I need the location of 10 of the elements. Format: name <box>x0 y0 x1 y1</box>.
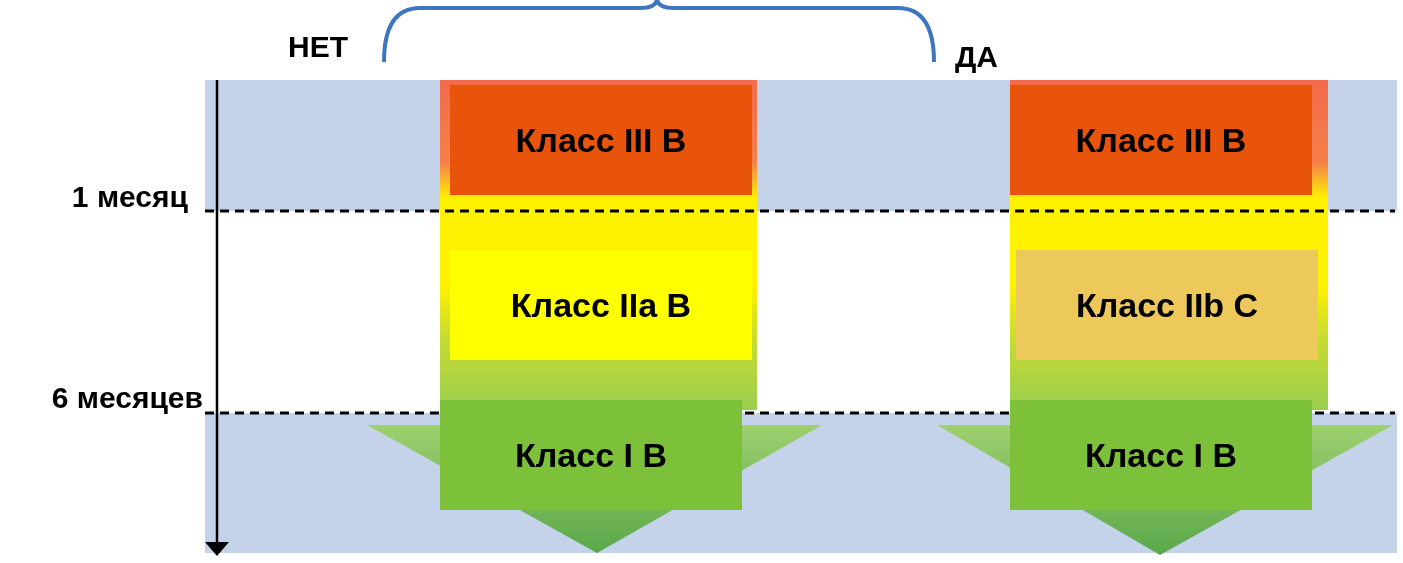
time-label: 1 месяц <box>71 180 188 214</box>
time-label: 6 месяцев <box>51 381 203 415</box>
answer-label: НЕТ <box>288 30 348 64</box>
answer-label: ДА <box>955 40 999 74</box>
recommendation-box: Класс III B <box>1010 85 1312 195</box>
recommendation-box: Класс I B <box>440 400 742 510</box>
recommendation-box: Класс III B <box>450 85 752 195</box>
recommendation-box: Класс IIb C <box>1016 250 1318 360</box>
recommendation-box: Класс IIa B <box>450 250 752 360</box>
recommendation-box: Класс I B <box>1010 400 1312 510</box>
